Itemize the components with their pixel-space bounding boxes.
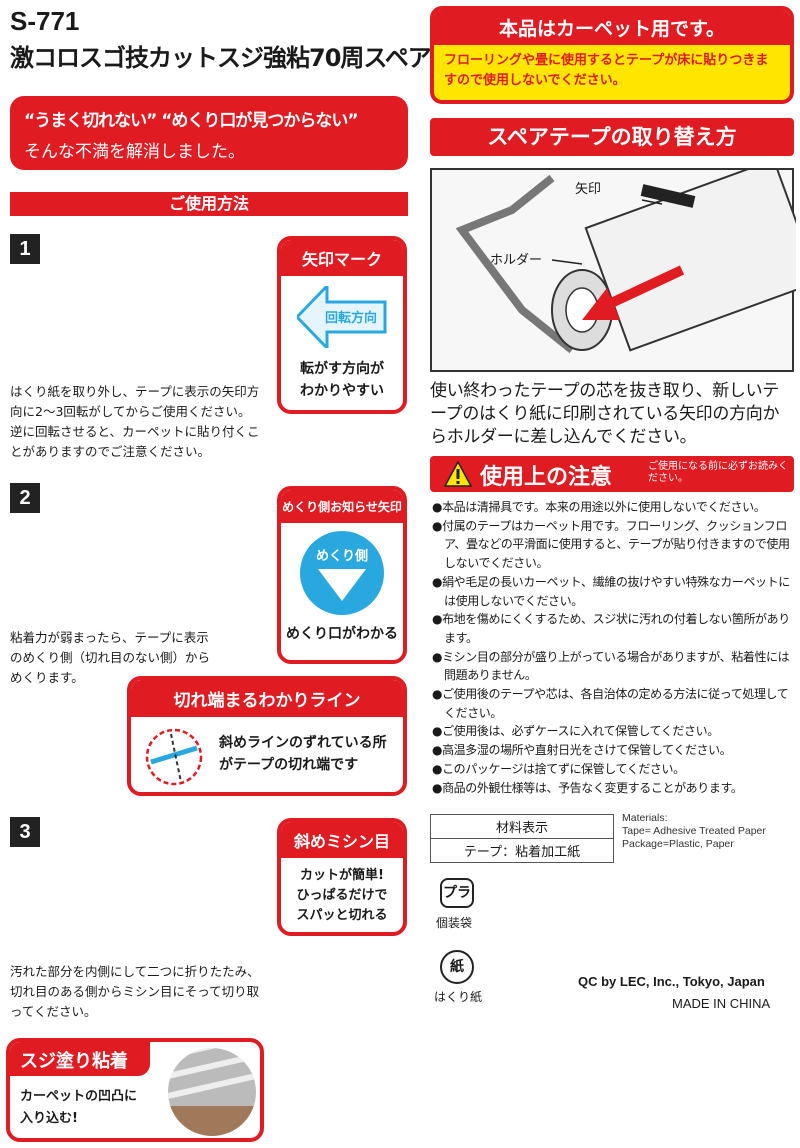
step1-number: 1	[10, 234, 40, 264]
step2-cut-label: 切れ目	[20, 582, 57, 596]
materials-table-value: テープ：粘着加工紙	[430, 838, 614, 863]
caution-item: 本品は清掃具です。本来の用途以外に使用しないでください。	[432, 498, 794, 517]
step1-illustration	[10, 234, 262, 374]
materials-en-package: Package=Plastic, Paper	[622, 838, 734, 850]
carpet-notice-title: 本品はカーペット用です。	[434, 10, 790, 45]
replace-illustration: 矢印 ホルダー	[430, 158, 800, 372]
step2-number: 2	[10, 483, 40, 513]
caution-item: 布地を傷めにくくするため、スジ状に汚れの付着しない箇所があります。	[432, 610, 794, 647]
step3-description: 汚れた部分を内側にして二つに折りたたみ、切れ目のある側からミシン目にそって切り取…	[10, 964, 260, 1019]
step1-callout-text: 転がす方向が わかりやすい	[300, 361, 384, 399]
caution-item: ご使用後は、必ずケースに入れて保管してください。	[432, 722, 794, 741]
materials-en-title: Materials:	[622, 812, 668, 824]
caution-list: 本品は清掃具です。本来の用途以外に使用しないでください。 付属のテープはカーペッ…	[432, 498, 794, 797]
line-callout: 切れ端まるわかりライン 斜めラインのずれている所がテープの切れ端です	[127, 676, 407, 796]
roller-illustration-3	[11, 824, 265, 958]
caution-item: 高温多湿の場所や直射日光をさけて保管してください。	[432, 741, 794, 760]
caution-item: 付属のテープはカーペット用です。フローリング、クッションフロア、畳などの平滑面に…	[432, 517, 794, 573]
caution-item: 商品の外観仕様等は、予告なく変更することがあります。	[432, 779, 794, 798]
materials-english: Materials: Tape= Adhesive Treated Paper …	[622, 812, 766, 851]
step2-callout-title: めくり側お知らせ矢印	[281, 490, 403, 523]
roller-illustration-2	[48, 485, 261, 612]
paper-recycle-label: はくり紙	[434, 990, 483, 1004]
materials-table-header: 材料表示	[430, 814, 614, 839]
origin-label: MADE IN CHINA	[672, 996, 771, 1011]
step2-illustration: 切れ目	[10, 483, 262, 621]
line-callout-text: 斜めラインのずれている所がテープの切れ端です	[219, 735, 387, 773]
usage-header: ご使用方法	[10, 192, 408, 216]
promo-banner: “うまく切れない” “めくり口が見つからない” そんな不満を解消しました。	[10, 96, 408, 170]
caution-item: 絹や毛足の長いカーペット、繊維の抜けやすい特殊なカーペットには使用しないでくださ…	[432, 573, 794, 610]
caution-item: ミシン目の部分が盛り上がっている場合がありますが、粘着性には問題ありません。	[432, 648, 794, 685]
caution-item: ご使用後のテープや芯は、各自治体の定める方法に従って処理してください。	[432, 685, 794, 722]
replace-header: スペアテープの取り替え方	[430, 118, 794, 156]
banner-line1: “うまく切れない” “めくり口が見つからない”	[24, 111, 359, 131]
plastic-recycle-label: 個装袋	[436, 916, 473, 930]
caution-title: 使用上の注意	[480, 465, 613, 490]
stripe-callout-text: カーペットの凹凸に 入り込む!	[20, 1089, 138, 1126]
step3-callout-text: カットが簡単! ひっぱるだけで スパッと切れる	[296, 868, 388, 923]
arrow-label: 矢印	[575, 182, 602, 197]
line-callout-title: 切れ端まるわかりライン	[131, 680, 403, 717]
step3-number: 3	[10, 817, 40, 847]
step3-illustration: 切れ目	[10, 817, 265, 958]
step3-callout-title: 斜めミシン目	[281, 822, 403, 858]
caution-item: このパッケージは捨てずに保管してください。	[432, 760, 794, 779]
adhesive-stripe-illustration	[168, 1048, 256, 1136]
banner-line2: そんな不満を解消しました。	[24, 142, 245, 162]
step2-callout-text: めくり口がわかる	[286, 626, 398, 642]
replace-description: 使い終わったテープの芯を抜き取り、新しいテープのはくり紙に印刷されている矢印の方…	[430, 381, 780, 447]
product-code: S-771	[10, 6, 80, 36]
holder-insert-illustration	[455, 158, 800, 354]
rotation-arrow-icon: 回転方向	[294, 282, 387, 352]
roller-illustration-1	[28, 252, 247, 371]
step1-callout: 矢印マーク 回転方向 転がす方向が わかりやすい	[277, 236, 407, 414]
materials-en-tape: Tape= Adhesive Treated Paper	[622, 825, 766, 837]
caution-header: 使用上の注意 ご使用になる前に必ずお読みください。	[430, 456, 794, 492]
down-arrow-icon	[318, 569, 366, 601]
product-name: 激コロスゴ技カットスジ強粘70周スペア3P	[10, 44, 464, 72]
carpet-notice-text: フローリングや畳に使用するとテープが床に貼りつきますので使用しないでください。	[444, 53, 769, 88]
diagonal-line-icon	[145, 728, 203, 786]
plastic-recycle-icon: プラ	[440, 878, 474, 908]
stripe-callout-title: スジ塗り粘着	[10, 1042, 150, 1076]
rotation-direction-label: 回転方向	[325, 311, 378, 326]
holder-label: ホルダー	[490, 253, 543, 268]
company-name: QC by LEC, Inc., Tokyo, Japan	[578, 974, 765, 989]
stripe-callout: スジ塗り粘着 カーペットの凹凸に 入り込む!	[6, 1038, 264, 1142]
carpet-notice: 本品はカーペット用です。 フローリングや畳に使用するとテープが床に貼りつきますの…	[430, 6, 794, 104]
step3-callout: 斜めミシン目 カットが簡単! ひっぱるだけで スパッと切れる	[277, 818, 407, 936]
materials-table: 材料表示 テープ：粘着加工紙	[430, 814, 614, 863]
caution-subtitle: ご使用になる前に必ずお読みください。	[648, 461, 788, 484]
step2-description: 粘着力が弱まったら、テープに表示のめくり側（切れ目のない側）からめくります。	[10, 630, 211, 685]
step1-description: はくり紙を取り外し、テープに表示の矢印方向に2～3回転がしてからご使用ください。…	[10, 384, 260, 459]
step2-callout: めくり側お知らせ矢印 めくり側 めくり口がわかる	[277, 486, 407, 664]
step1-callout-title: 矢印マーク	[281, 240, 403, 276]
peel-side-label: めくり側	[315, 549, 368, 564]
step3-cut-label: 切れ目	[20, 859, 57, 873]
peel-side-icon: めくり側	[300, 531, 384, 615]
warning-icon	[444, 461, 472, 487]
paper-recycle-icon: 紙	[440, 950, 474, 984]
